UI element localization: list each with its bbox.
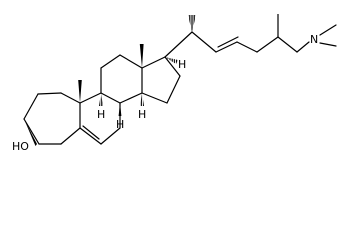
side-chain-bonds [164,24,337,58]
nitrogen-label: N [310,33,318,46]
h8-label: H [116,118,124,131]
ring-b-bonds [79,92,121,145]
c3-oh-wedge [24,119,37,146]
h8-wedge [118,103,122,116]
ring-c-bonds [100,54,143,104]
ring-d-bonds [141,56,181,104]
hydroxyl-label: HO [12,140,29,153]
c19-methyl-wedge [78,80,82,103]
c18-methyl-wedge [139,44,144,68]
h9-label: H [97,108,105,121]
h17-hash [165,57,178,64]
ring-a-bonds [23,92,81,145]
h9-hash [99,93,103,106]
h17-label: H [178,58,186,71]
h14-hash [140,93,144,106]
chemical-structure: HO H H H H N [12,14,337,153]
c20-methyl-hash [188,15,196,32]
h14-label: H [138,108,146,121]
